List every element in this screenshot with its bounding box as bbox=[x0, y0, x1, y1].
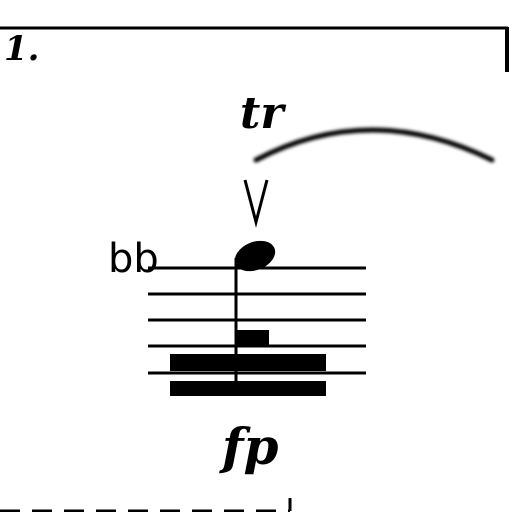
dashed-extension-line bbox=[0, 498, 292, 512]
rest-block-wide bbox=[170, 381, 326, 396]
rest-blocks bbox=[170, 330, 326, 396]
volta-label: 1. bbox=[4, 29, 40, 69]
double-flat-accidental: bb bbox=[108, 236, 159, 282]
rest-block-wide bbox=[170, 354, 326, 371]
rest-block-small bbox=[237, 330, 269, 346]
note-head bbox=[234, 240, 276, 272]
articulation-mark bbox=[243, 179, 269, 228]
trill-ornament: tr bbox=[240, 88, 286, 139]
note bbox=[234, 240, 276, 396]
slur-arc bbox=[253, 127, 495, 163]
dynamic-marking: fp bbox=[219, 417, 279, 476]
volta-bracket: 1. bbox=[0, 26, 509, 72]
